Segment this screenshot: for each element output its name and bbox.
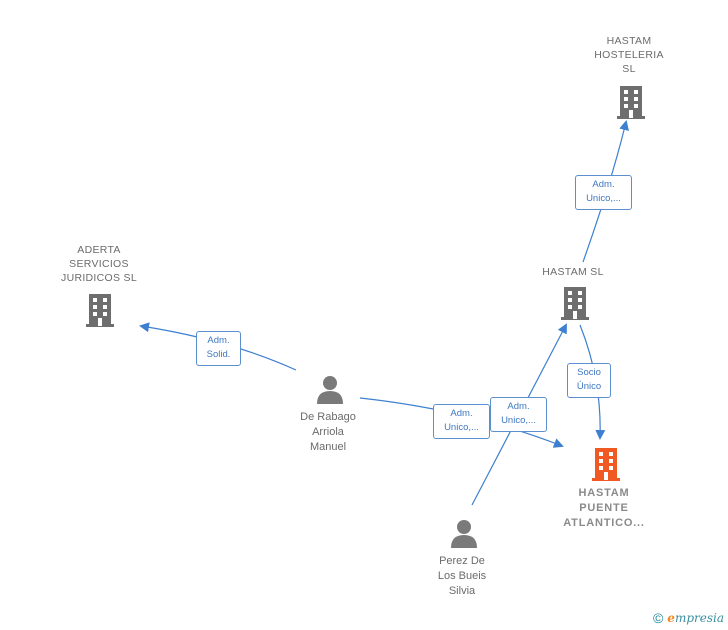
copyright-icon: © — [652, 610, 664, 626]
building-icon[interactable] — [84, 292, 116, 328]
person-icon[interactable] — [449, 518, 479, 548]
node-label-hastam-hosteleria: HASTAM HOSTELERIA SL — [594, 35, 664, 75]
building-icon-highlighted[interactable] — [590, 446, 622, 482]
node-label-perez: Perez De Los Bueis Silvia — [437, 555, 487, 597]
brand-footer: © empresia — [653, 610, 724, 626]
edge-label-perez-hastam[interactable]: Adm. Unico,... — [490, 397, 547, 432]
node-label-hastam-puente[interactable]: HASTAM PUENTE ATLANTICO... — [563, 487, 645, 529]
node-label-de-rabago: De Rabago Arriola Manuel — [300, 411, 356, 453]
edge-label-rabago-puente[interactable]: Adm. Unico,... — [433, 404, 490, 439]
building-icon[interactable] — [559, 285, 591, 321]
node-label-aderta: ADERTA SERVICIOS JURIDICOS SL — [61, 244, 137, 284]
node-label-hastam-sl: HASTAM SL — [542, 266, 604, 278]
edge-label-rabago-aderta[interactable]: Adm. Solid. — [196, 331, 241, 366]
person-icon[interactable] — [315, 374, 345, 404]
edge-label-hastam-hosteleria[interactable]: Adm. Unico,... — [575, 175, 632, 210]
edge-label-hastam-puente[interactable]: Socio Único — [567, 363, 611, 398]
brand-logo: empresia — [667, 611, 724, 625]
building-icon[interactable] — [615, 84, 647, 120]
